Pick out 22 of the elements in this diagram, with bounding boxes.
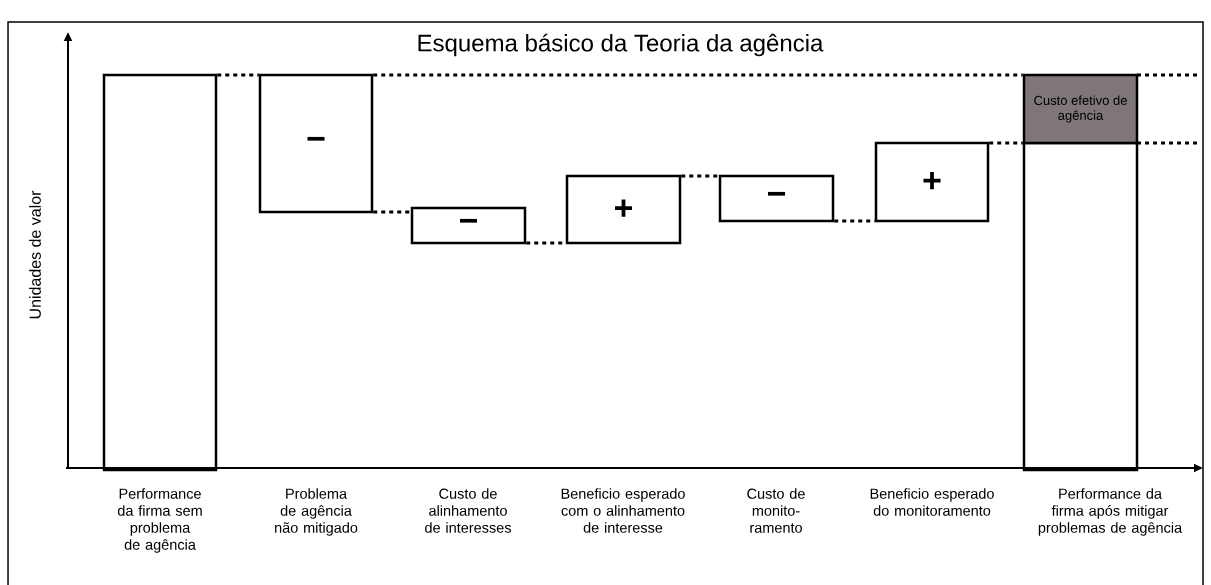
category-label: Beneficio esperado com o alinhamento de interesse bbox=[561, 488, 685, 533]
category-label: Custo de alinhamento de interesses bbox=[425, 488, 511, 533]
value-box: − bbox=[258, 73, 374, 214]
value-box: + bbox=[565, 174, 682, 245]
connector-line bbox=[373, 210, 411, 214]
cost-box: Custo efetivo de agência bbox=[1022, 73, 1139, 145]
value-bar bbox=[102, 73, 218, 472]
category-label: Beneficio esperado do monitoramento bbox=[870, 488, 994, 516]
category-label: Performance da firma após mitigar problemas de agência bbox=[1038, 488, 1183, 536]
axis-label: Unidades de valor bbox=[29, 190, 41, 319]
connector-line bbox=[217, 73, 259, 77]
connector-line bbox=[373, 73, 1023, 77]
value-box: − bbox=[410, 206, 527, 245]
category-label: Custo de monito- ramento bbox=[747, 488, 805, 533]
connector-line bbox=[989, 141, 1023, 145]
connector-line bbox=[681, 174, 719, 178]
value-box: − bbox=[718, 174, 835, 223]
chart-title: Esquema básico da Teoria da agência bbox=[418, 33, 824, 57]
category-label: Problema de agência não mitigado bbox=[275, 488, 358, 536]
value-box: + bbox=[874, 141, 990, 223]
connector-line bbox=[834, 219, 875, 223]
category-label: Performance da firma sem problema de agência bbox=[117, 488, 202, 553]
